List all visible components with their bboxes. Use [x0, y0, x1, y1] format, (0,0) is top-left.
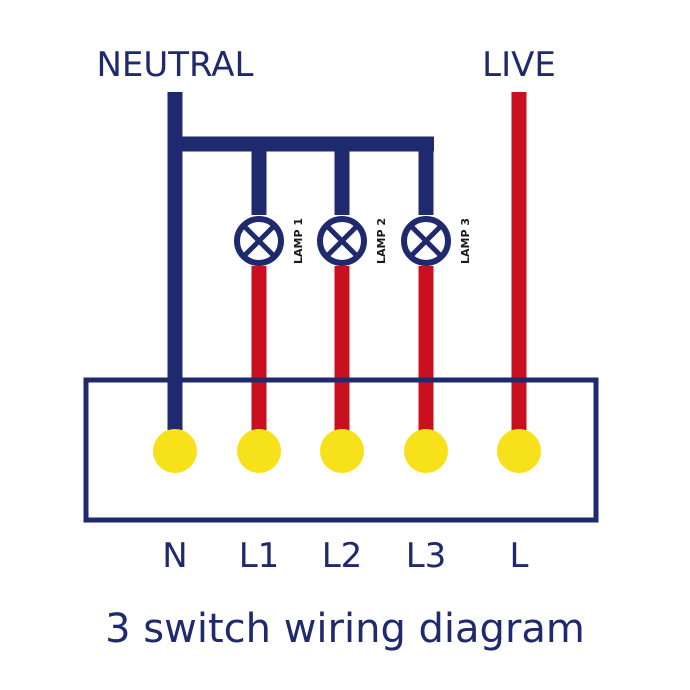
lamp-1: LAMP 1 [234, 216, 305, 266]
lamp-3: LAMP 3 [401, 216, 472, 266]
terminal-l1 [237, 429, 281, 473]
terminal-label-l2: L2 [322, 536, 363, 576]
lamp-3-cross-b [409, 224, 443, 258]
terminal-label-l: L [510, 536, 529, 576]
lamp-2: LAMP 2 [317, 216, 388, 266]
live-wiring [251, 92, 527, 432]
terminals [153, 429, 541, 473]
live-label: LIVE [482, 45, 556, 85]
lamp-3-label: LAMP 3 [459, 218, 472, 264]
terminal-l2 [320, 429, 364, 473]
terminal-l [497, 429, 541, 473]
terminal-label-l1: L1 [239, 536, 280, 576]
diagram-caption: 3 switch wiring diagram [105, 606, 585, 652]
neutral-label: NEUTRAL [96, 45, 253, 85]
terminal-label-l3: L3 [406, 536, 447, 576]
lamp-2-cross-b [325, 224, 359, 258]
lamp-2-label: LAMP 2 [375, 218, 388, 264]
terminal-n [153, 429, 197, 473]
switch-box [83, 377, 599, 523]
terminal-label-n: N [162, 536, 187, 576]
neutral-wiring [167, 92, 434, 430]
terminal-l3 [404, 429, 448, 473]
lamp-1-cross-b [242, 224, 276, 258]
lamp-1-label: LAMP 1 [292, 218, 305, 264]
